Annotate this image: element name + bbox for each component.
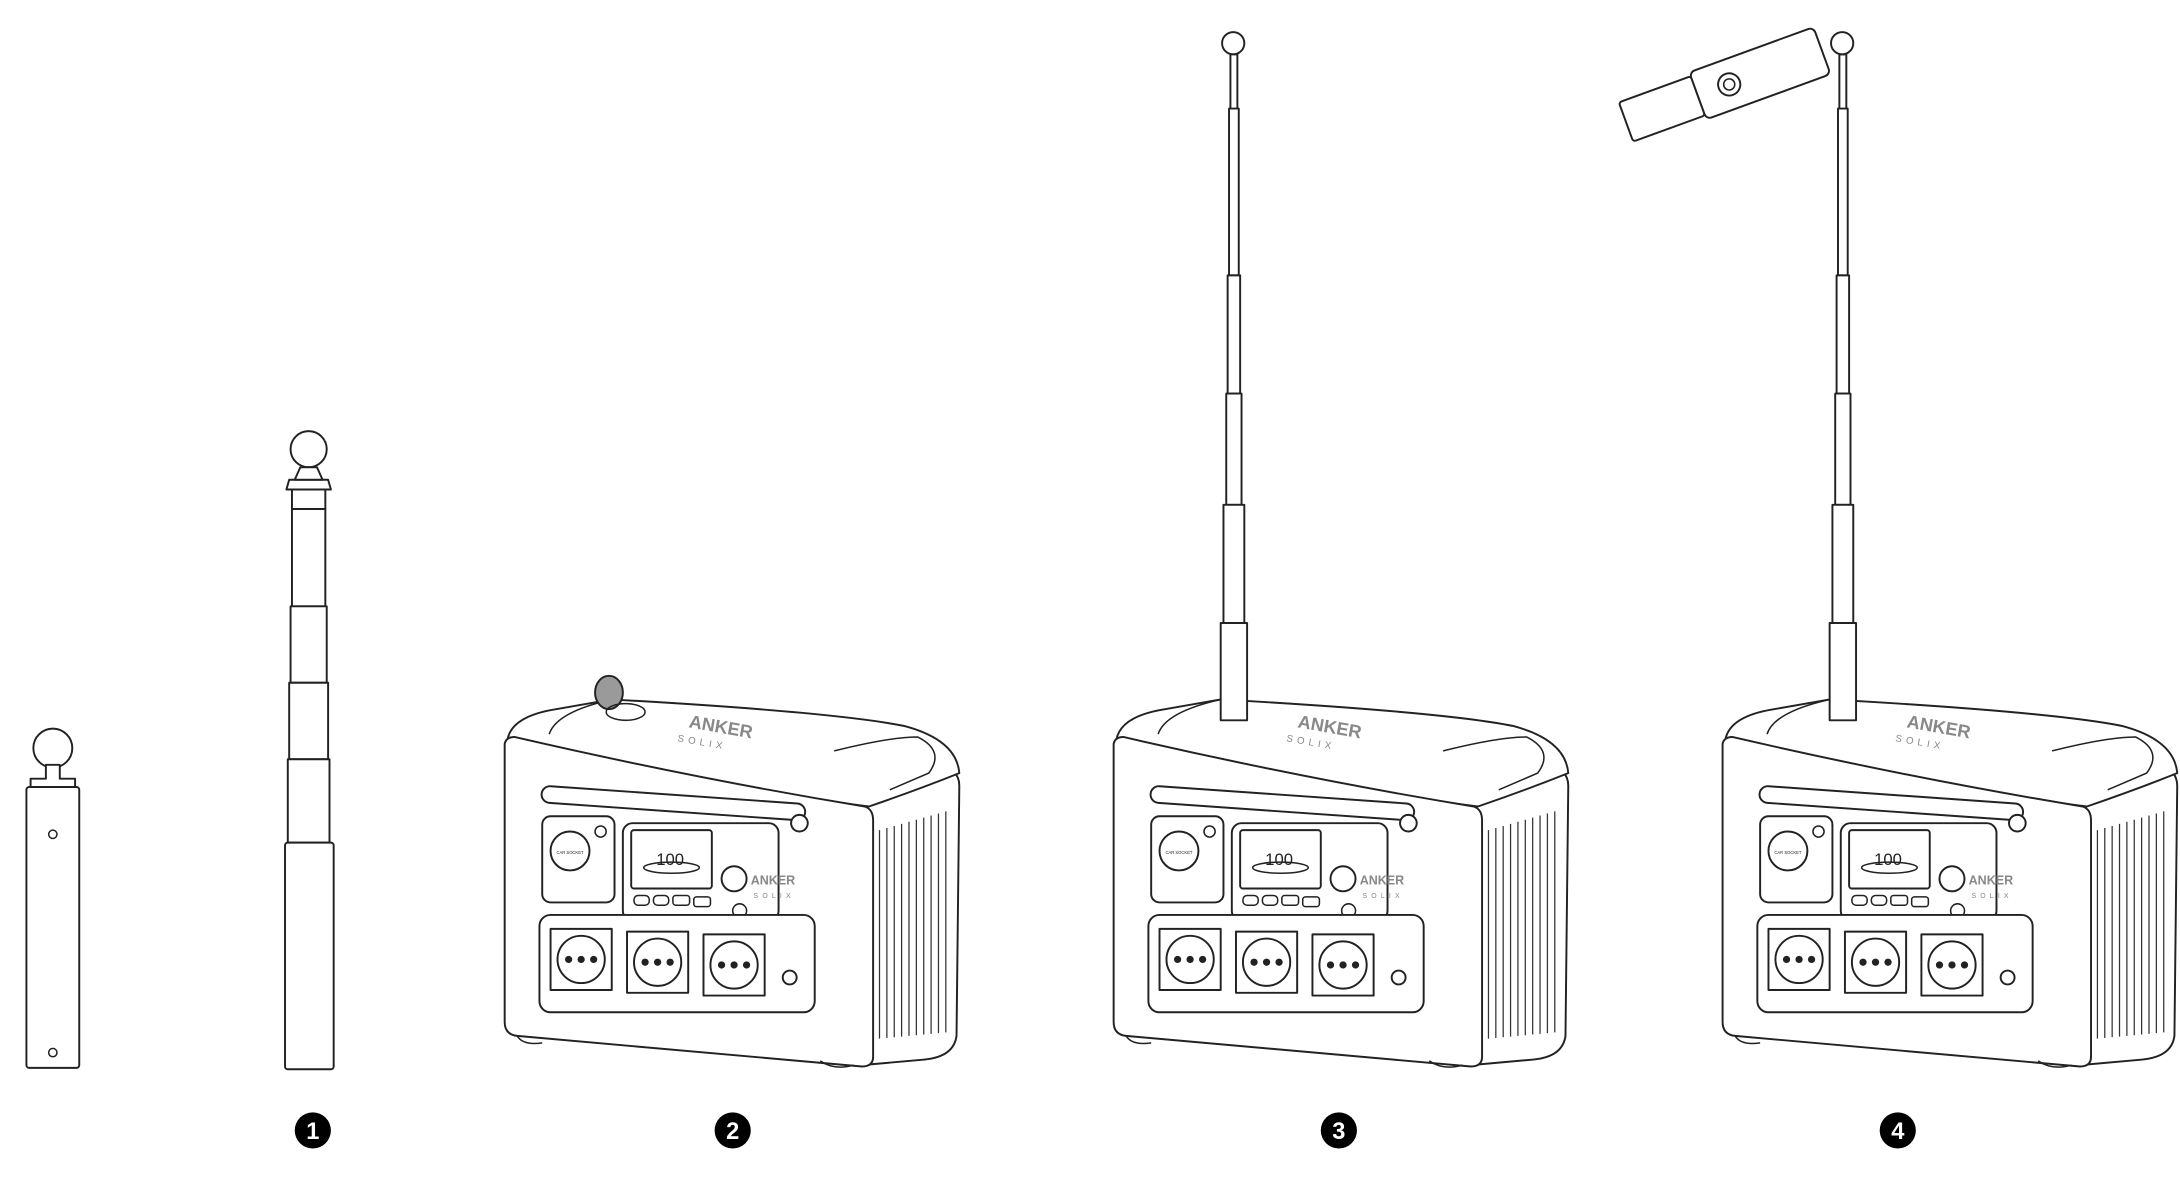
display-reading: 100 bbox=[1265, 850, 1293, 869]
extended-pole-step-3 bbox=[1219, 31, 1249, 722]
svg-text:3: 3 bbox=[1332, 1119, 1345, 1145]
front-sub-brand: SOLIX bbox=[1363, 893, 1404, 900]
display-reading: 100 bbox=[1874, 850, 1902, 869]
display-reading: 100 bbox=[656, 850, 684, 869]
svg-text:1: 1 bbox=[306, 1119, 319, 1145]
mount-bracket-part bbox=[25, 727, 81, 1069]
power-station-step-2 bbox=[503, 674, 961, 1069]
car-socket-label: CAR SOCKET bbox=[1165, 850, 1192, 855]
car-socket-label: CAR SOCKET bbox=[557, 850, 584, 855]
svg-text:4: 4 bbox=[1891, 1119, 1905, 1145]
step-badge-4: 4 bbox=[1879, 1112, 1916, 1149]
front-sub-brand: SOLIX bbox=[1971, 893, 2012, 900]
svg-text:2: 2 bbox=[726, 1119, 739, 1145]
front-sub-brand: SOLIX bbox=[754, 893, 795, 900]
step-badge-3: 3 bbox=[1320, 1112, 1357, 1149]
step-badge-1: 1 bbox=[294, 1112, 331, 1149]
front-brand-logo: ANKER bbox=[1360, 873, 1404, 887]
step-badge-2: 2 bbox=[714, 1112, 751, 1149]
car-socket-label: CAR SOCKET bbox=[1774, 850, 1801, 855]
telescopic-pole-part bbox=[284, 430, 335, 1071]
power-station-step-4 bbox=[1721, 698, 2179, 1069]
power-station-step-3 bbox=[1112, 698, 1570, 1069]
front-brand-logo: ANKER bbox=[1969, 873, 2013, 887]
front-brand-logo: ANKER bbox=[751, 873, 795, 887]
light-on-pole-step-4 bbox=[1618, 27, 1858, 722]
